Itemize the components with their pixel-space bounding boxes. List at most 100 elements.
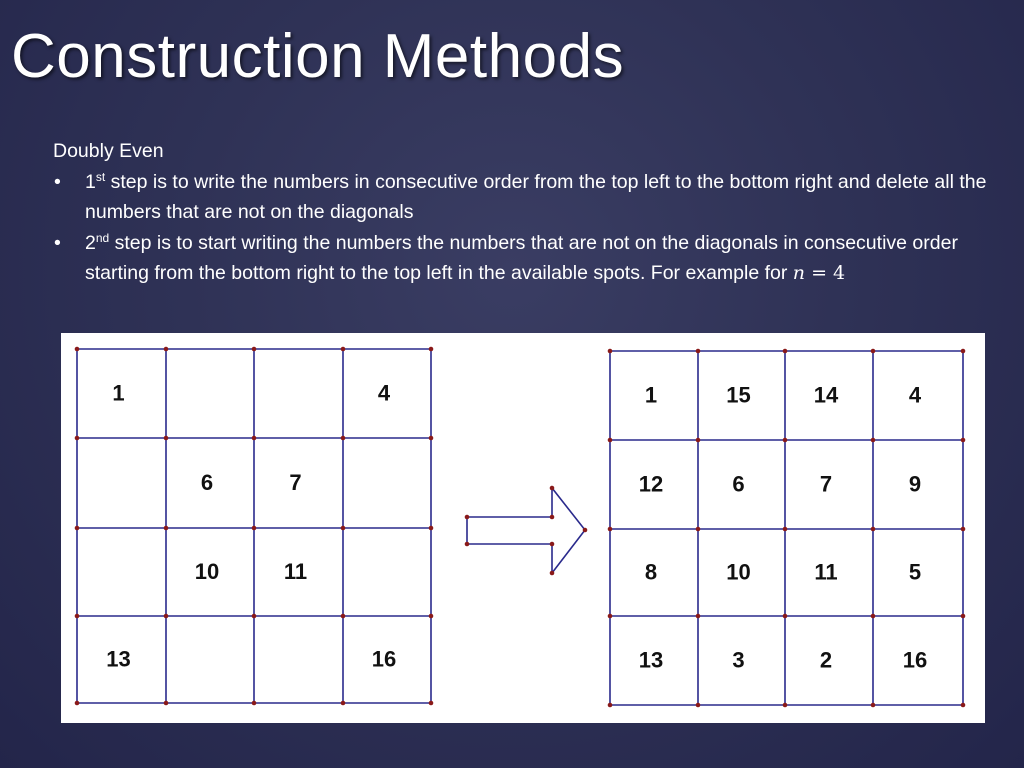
after-grid-vertex-dot: [782, 526, 788, 532]
after-grid-vertex-dot: [960, 437, 966, 443]
before-grid-cell-number: 7: [289, 470, 301, 495]
before-grid-vertex-dot: [251, 613, 257, 619]
after-grid-vertex-dot: [960, 702, 966, 708]
after-grid-vertex-dot: [607, 702, 613, 708]
after-grid-vertex-dot: [870, 437, 876, 443]
before-grid-vertex-dot: [251, 525, 257, 531]
before-grid-vertex-dot: [74, 700, 80, 706]
after-grid-cell-number: 11: [814, 560, 837, 585]
after-grid-vertex-dot: [782, 348, 788, 354]
after-grid-vertex-dot: [870, 702, 876, 708]
math-variable: n: [792, 262, 806, 284]
before-grid-cell-number: 16: [372, 647, 396, 672]
after-grid-cell-number: 3: [732, 648, 744, 673]
after-grid-cell-number: 16: [903, 648, 927, 673]
arrow-vertex-dot: [582, 527, 588, 533]
math-expression: n = 4: [793, 262, 845, 284]
after-grid-cell-number: 13: [639, 648, 663, 673]
after-grid-vertex-dot: [607, 348, 613, 354]
after-grid-vertex-dot: [960, 348, 966, 354]
before-grid-vertex-dot: [428, 435, 434, 441]
after-grid-cell-number: 4: [909, 383, 922, 408]
after-grid-vertex-dot: [695, 613, 701, 619]
after-grid-vertex-dot: [960, 613, 966, 619]
before-grid-cell-number: 1: [112, 381, 124, 406]
after-grid-vertex-dot: [607, 526, 613, 532]
before-grid-cell-number: 4: [378, 381, 391, 406]
before-grid-vertex-dot: [163, 525, 169, 531]
after-grid-vertex-dot: [607, 437, 613, 443]
bullet-list: • 1st step is to write the numbers in co…: [53, 167, 993, 289]
slide-content: Doubly Even • 1st step is to write the n…: [53, 136, 993, 289]
after-grid-cell-number: 15: [726, 383, 750, 408]
arrow-vertex-dot: [464, 541, 470, 547]
bullet-dot: •: [54, 231, 61, 254]
after-grid-cell-number: 12: [639, 472, 663, 497]
after-grid-vertex-dot: [782, 613, 788, 619]
after-grid-cell-number: 5: [909, 560, 921, 585]
after-grid-vertex-dot: [695, 348, 701, 354]
before-grid-cell-number: 13: [106, 647, 130, 672]
bullet-item-1: • 1st step is to write the numbers in co…: [53, 167, 993, 228]
step-number: 2: [85, 231, 96, 254]
before-grid-vertex-dot: [340, 700, 346, 706]
after-grid-cell-number: 7: [820, 472, 832, 497]
arrow-vertex-dot: [549, 514, 555, 520]
before-grid-vertex-dot: [428, 525, 434, 531]
after-grid-vertex-dot: [782, 437, 788, 443]
before-grid-vertex-dot: [251, 700, 257, 706]
before-grid-vertex-dot: [340, 613, 346, 619]
before-grid-vertex-dot: [251, 435, 257, 441]
after-grid-vertex-dot: [870, 613, 876, 619]
arrow-vertex-dot: [549, 570, 555, 576]
subheading: Doubly Even: [53, 140, 164, 162]
before-grid-vertex-dot: [340, 435, 346, 441]
step-text: step is to write the numbers in consecut…: [85, 170, 987, 224]
arrow-vertex-dot: [549, 485, 555, 491]
before-grid-vertex-dot: [74, 525, 80, 531]
arrow-vertex-dot: [549, 541, 555, 547]
before-grid-vertex-dot: [251, 346, 257, 352]
after-grid-cell-number: 8: [645, 560, 657, 585]
after-grid-vertex-dot: [695, 437, 701, 443]
after-grid-cell-number: 9: [909, 472, 921, 497]
before-grid-cell-number: 6: [201, 470, 213, 495]
before-grid-vertex-dot: [428, 346, 434, 352]
after-grid-vertex-dot: [782, 702, 788, 708]
bullet-dot: •: [54, 170, 61, 193]
before-grid-vertex-dot: [74, 346, 80, 352]
before-grid-vertex-dot: [163, 346, 169, 352]
step-ordinal: st: [95, 169, 106, 184]
after-grid-cell-number: 14: [814, 383, 839, 408]
step-number: 1: [85, 170, 96, 193]
before-grid-vertex-dot: [163, 435, 169, 441]
before-grid-vertex-dot: [428, 700, 434, 706]
after-grid-cell-number: 2: [820, 648, 832, 673]
after-grid-cell-number: 1: [645, 383, 657, 408]
transition-arrow: [466, 485, 587, 576]
before-grid-cell-number: 11: [284, 559, 307, 584]
after-grid-cell-number: 10: [726, 560, 750, 585]
arrow-vertex-dot: [464, 514, 470, 520]
bullet-item-2: • 2nd step is to start writing the numbe…: [53, 228, 993, 289]
after-grid-vertex-dot: [695, 526, 701, 532]
before-grid-vertex-dot: [74, 613, 80, 619]
slide-title: Construction Methods: [11, 22, 625, 91]
after-grid-vertex-dot: [960, 526, 966, 532]
after-grid-vertex-dot: [870, 348, 876, 354]
before-grid-vertex-dot: [74, 435, 80, 441]
before-grid-vertex-dot: [163, 613, 169, 619]
math-equality: = 4: [805, 262, 846, 284]
before-grid-vertex-dot: [340, 346, 346, 352]
before-grid-cell-number: 10: [195, 559, 219, 584]
after-grid-vertex-dot: [870, 526, 876, 532]
after-grid-cell-number: 6: [732, 472, 744, 497]
before-grid-vertex-dot: [428, 613, 434, 619]
step-ordinal: nd: [95, 230, 110, 245]
step-text: step is to start writing the numbers the…: [85, 231, 958, 285]
before-grid-vertex-dot: [163, 700, 169, 706]
after-grid-vertex-dot: [695, 702, 701, 708]
after-grid-vertex-dot: [607, 613, 613, 619]
